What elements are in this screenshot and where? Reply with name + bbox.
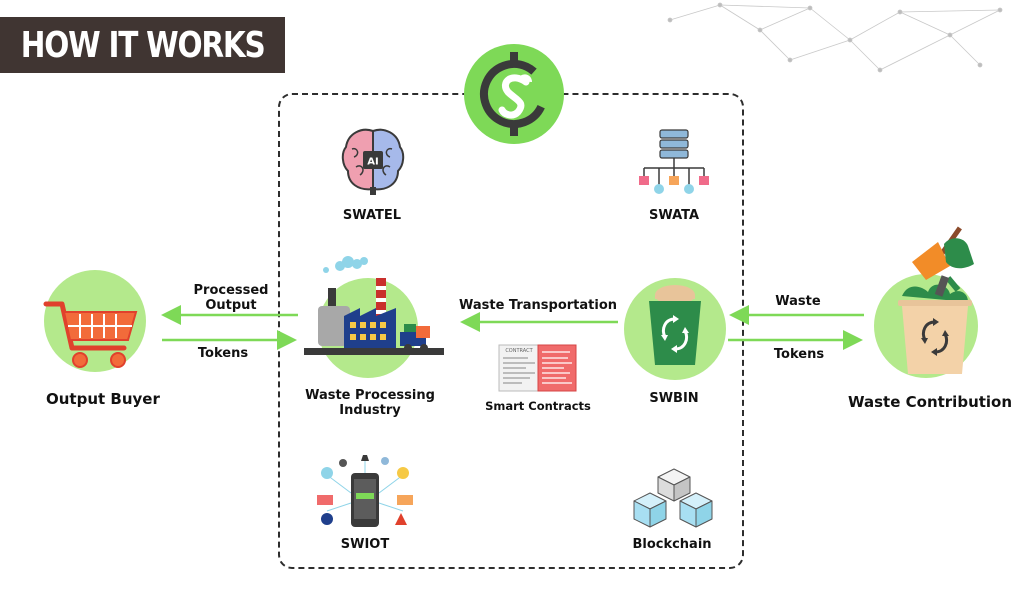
waste-bin-broom-icon: [898, 226, 974, 374]
label-tokens-left: Tokens: [197, 346, 249, 361]
label-tokens-right: Tokens: [773, 347, 825, 362]
blockchain-cubes-icon: [633, 468, 713, 528]
banner-title: HOW IT WORKS: [20, 24, 266, 66]
label-swiot: SWIOT: [340, 537, 390, 552]
label-swatel: SWATEL: [342, 208, 402, 223]
shopping-cart-icon: [43, 301, 138, 368]
label-waste: Waste: [775, 294, 821, 309]
label-processed-output: Processed Output: [193, 283, 269, 313]
network-pattern-decoration: [667, 2, 1003, 73]
label-waste-transportation: Waste Transportation: [458, 298, 618, 313]
recycle-bin-icon: [649, 285, 701, 365]
iot-devices-icon: [317, 455, 413, 527]
swachhcoin-logo-icon: [464, 44, 564, 144]
label-waste-contribution: Waste Contribution: [848, 393, 1013, 411]
smart-contract-document-icon: CONTRACT: [498, 344, 577, 392]
contract-doc-text: CONTRACT: [505, 348, 533, 354]
factory-icon: [304, 256, 444, 355]
label-swata: SWATA: [648, 208, 700, 223]
label-blockchain: Blockchain: [632, 537, 712, 552]
data-tree-icon: [639, 129, 709, 194]
ai-brain-icon: AI: [341, 128, 405, 195]
label-swbin: SWBIN: [649, 391, 699, 406]
label-smart-contracts: Smart Contracts: [485, 399, 591, 413]
label-output-buyer: Output Buyer: [46, 390, 160, 408]
label-waste-processing: Waste Processing Industry: [305, 388, 435, 418]
how-it-works-banner: HOW IT WORKS: [0, 17, 285, 73]
ai-chip-text: AI: [367, 157, 378, 168]
